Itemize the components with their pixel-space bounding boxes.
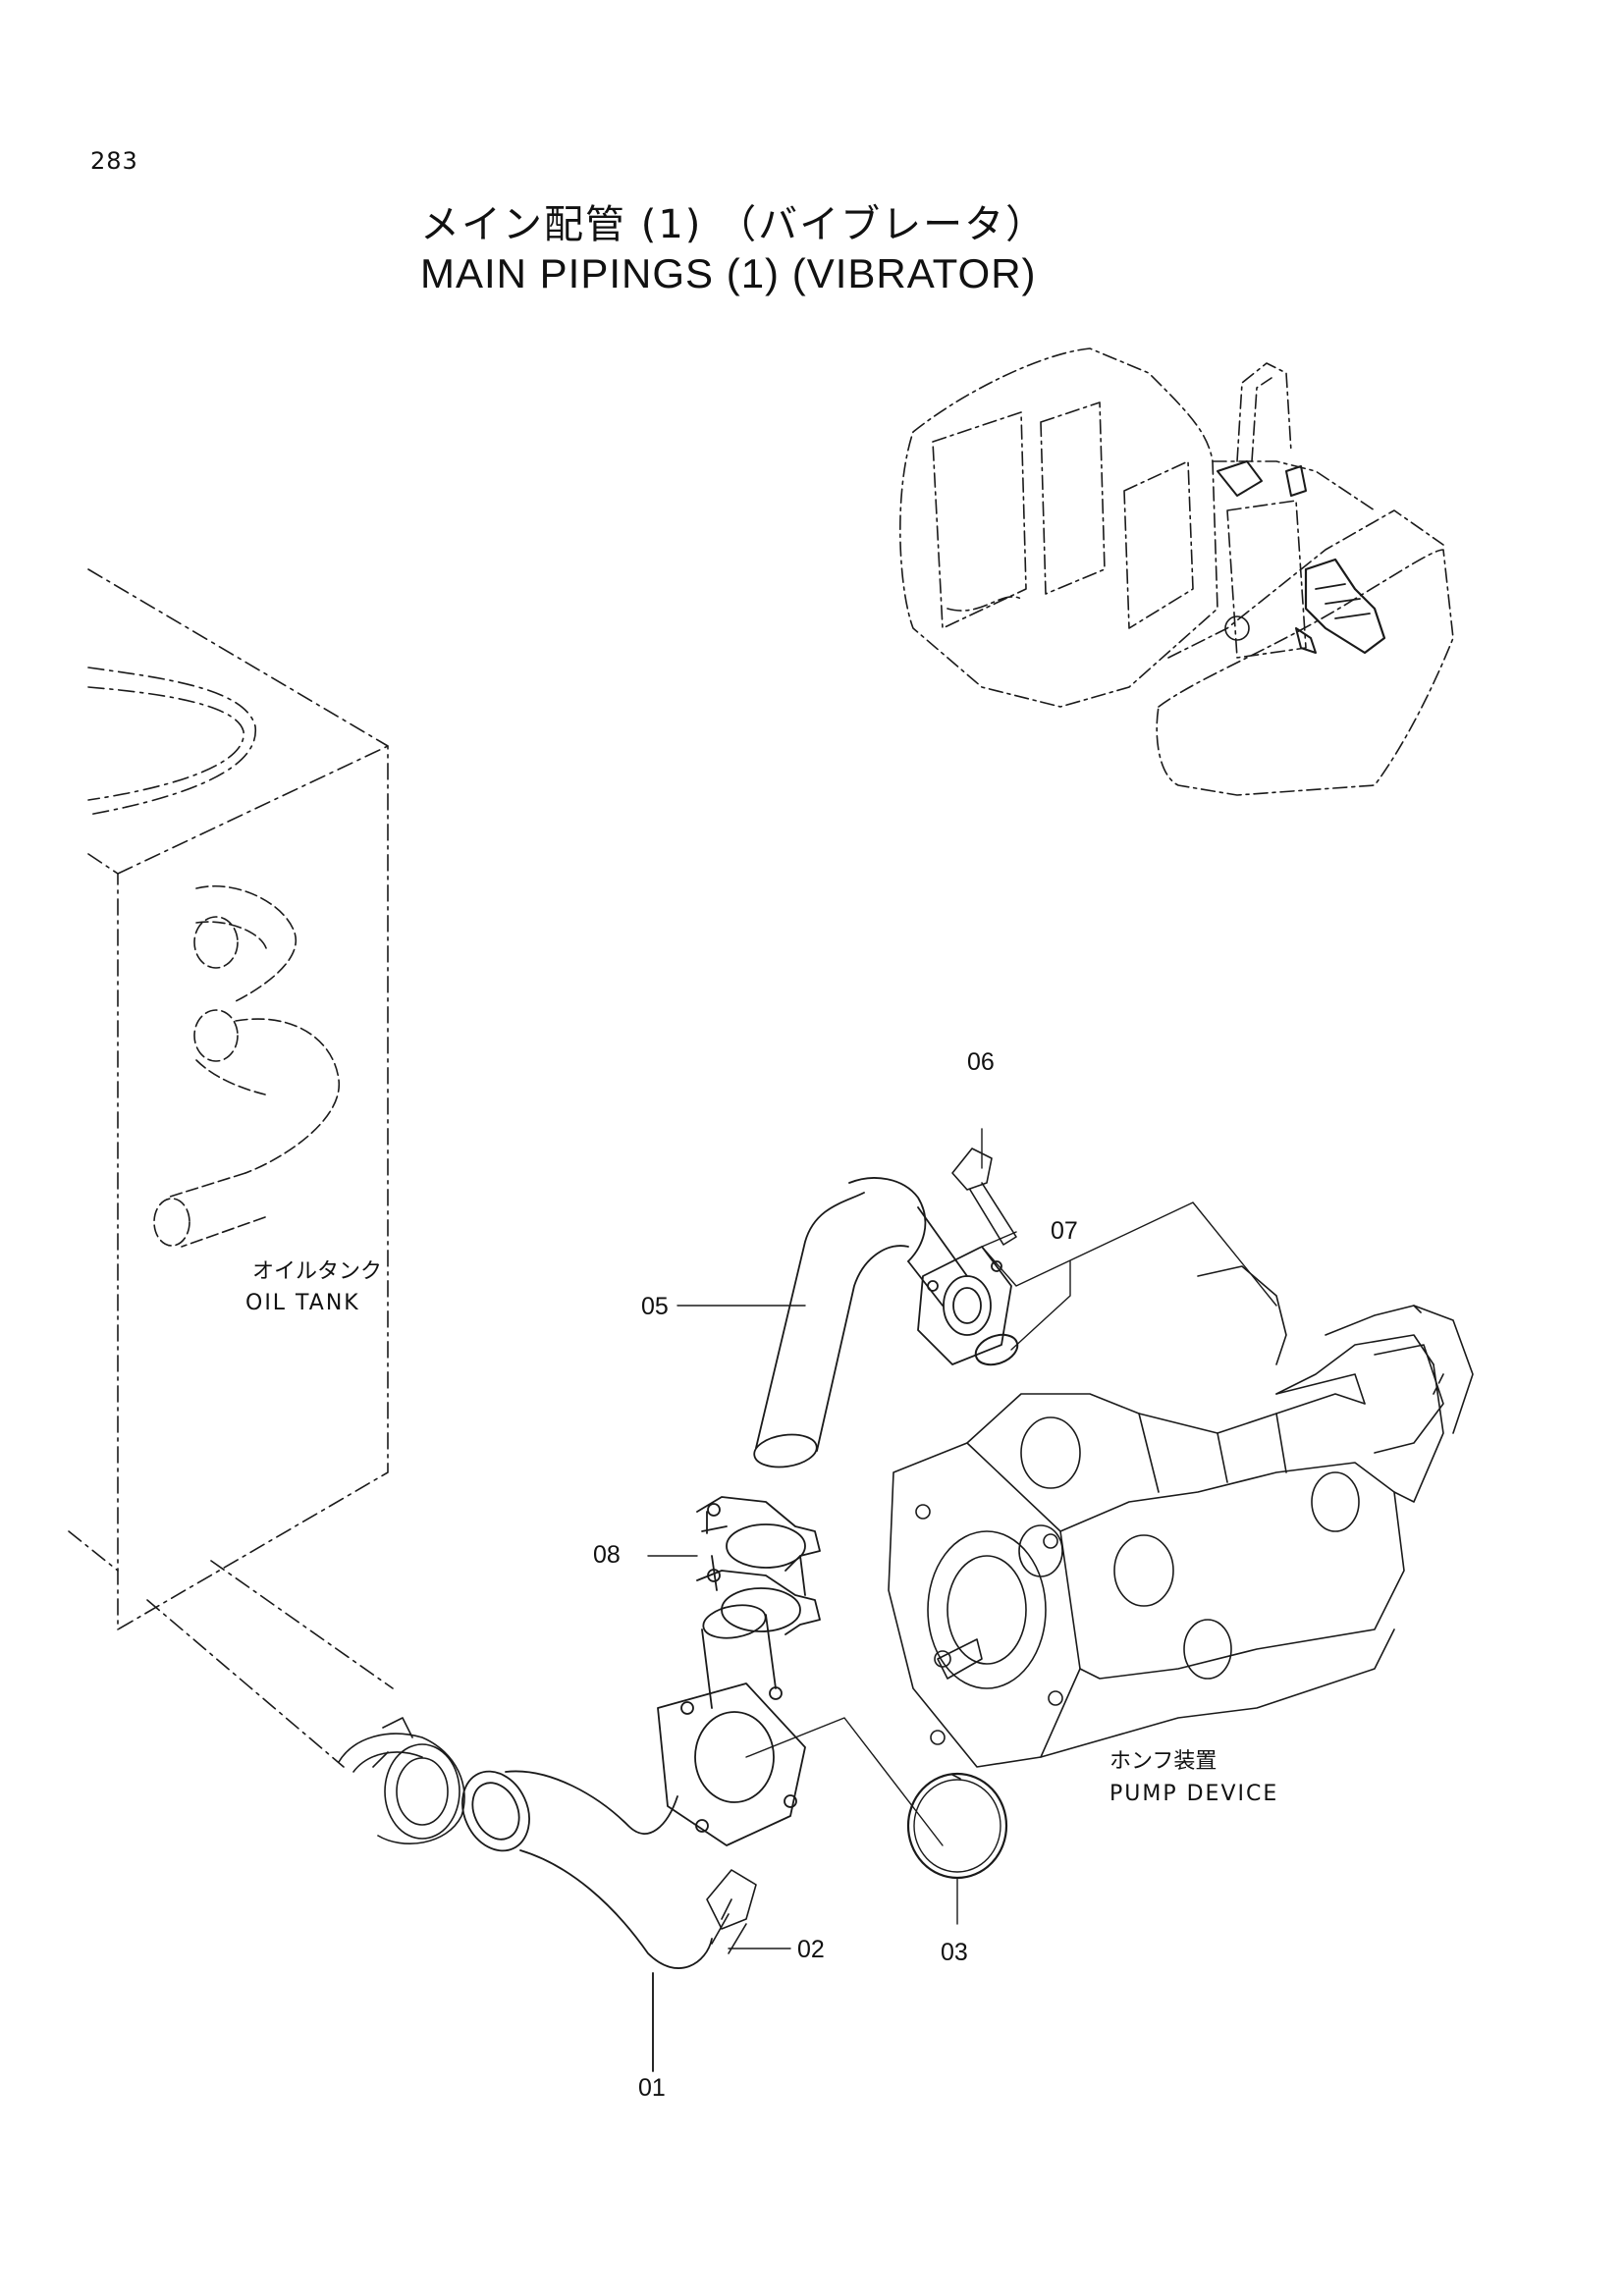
callout-06: 06	[967, 1048, 995, 1076]
oil-tank-return-pipe	[154, 886, 339, 1247]
page-number: 283	[90, 147, 138, 175]
part-06-bolt	[952, 1148, 1016, 1245]
part-08-clamp	[697, 1497, 820, 1634]
assembly-line-lower	[746, 1718, 943, 1845]
leader-lines	[648, 1129, 1276, 2071]
part-05-pipe	[752, 1178, 1011, 1470]
oil-tank-label-japanese: オイルタンク	[252, 1259, 383, 1284]
pump-device-illustration	[889, 1266, 1473, 1767]
callout-01: 01	[638, 2074, 666, 2102]
callout-05: 05	[641, 1293, 669, 1320]
oil-tank-illustration	[69, 569, 393, 1767]
part-01-pipe	[450, 1601, 805, 2071]
pump-location-highlight	[1217, 461, 1384, 653]
part-07-o-ring	[972, 1329, 1022, 1369]
diagram-title-japanese: メイン配管 (1) （バイブレータ）	[420, 202, 1048, 247]
part-03-o-ring	[908, 1774, 1006, 1878]
assembly-line-upper	[982, 1202, 1276, 1306]
callout-03: 03	[941, 1939, 968, 1966]
hose-clamp-tank	[339, 1718, 464, 1843]
callout-02: 02	[797, 1936, 825, 1963]
part-02-bolt	[707, 1870, 756, 1953]
leader-07	[1011, 1261, 1070, 1350]
excavator-overview-illustration	[900, 348, 1453, 795]
callout-07: 07	[1051, 1217, 1078, 1245]
callout-08: 08	[593, 1541, 621, 1569]
pump-device-label-japanese: ホンフ装置	[1109, 1749, 1217, 1774]
pump-device-label-english: PUMP DEVICE	[1109, 1782, 1279, 1806]
oil-tank-label-english: OIL TANK	[245, 1291, 360, 1315]
diagram-title-english: MAIN PIPINGS (1) (VIBRATOR)	[420, 250, 1037, 296]
